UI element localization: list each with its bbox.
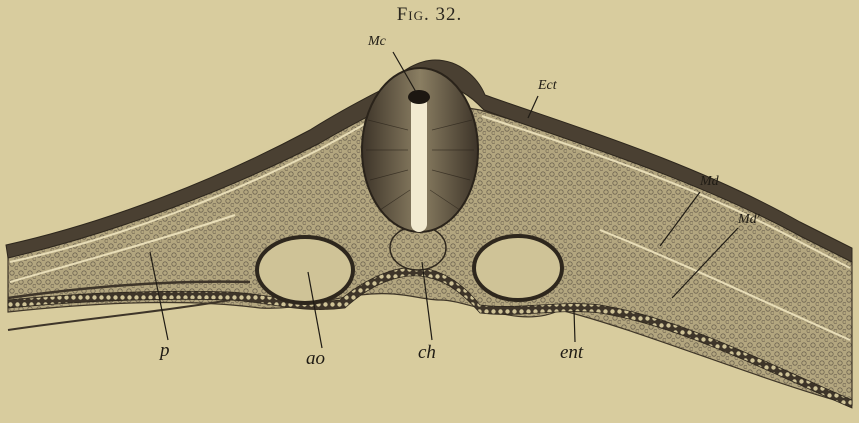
figure-title: Fig. 32. [0,4,859,26]
label-md: Md [700,174,719,190]
label-ch: ch [418,342,436,364]
neural-canal [411,92,427,232]
aorta-right [474,236,562,300]
label-ao: ao [306,348,325,370]
leader-ent [574,310,575,342]
label-md-prime: Md' [738,212,760,228]
label-p: p [160,340,170,362]
label-ect: Ect [538,78,557,94]
label-ent: ent [560,342,583,364]
aorta-left [257,237,353,303]
label-mc: Mc [368,34,386,50]
